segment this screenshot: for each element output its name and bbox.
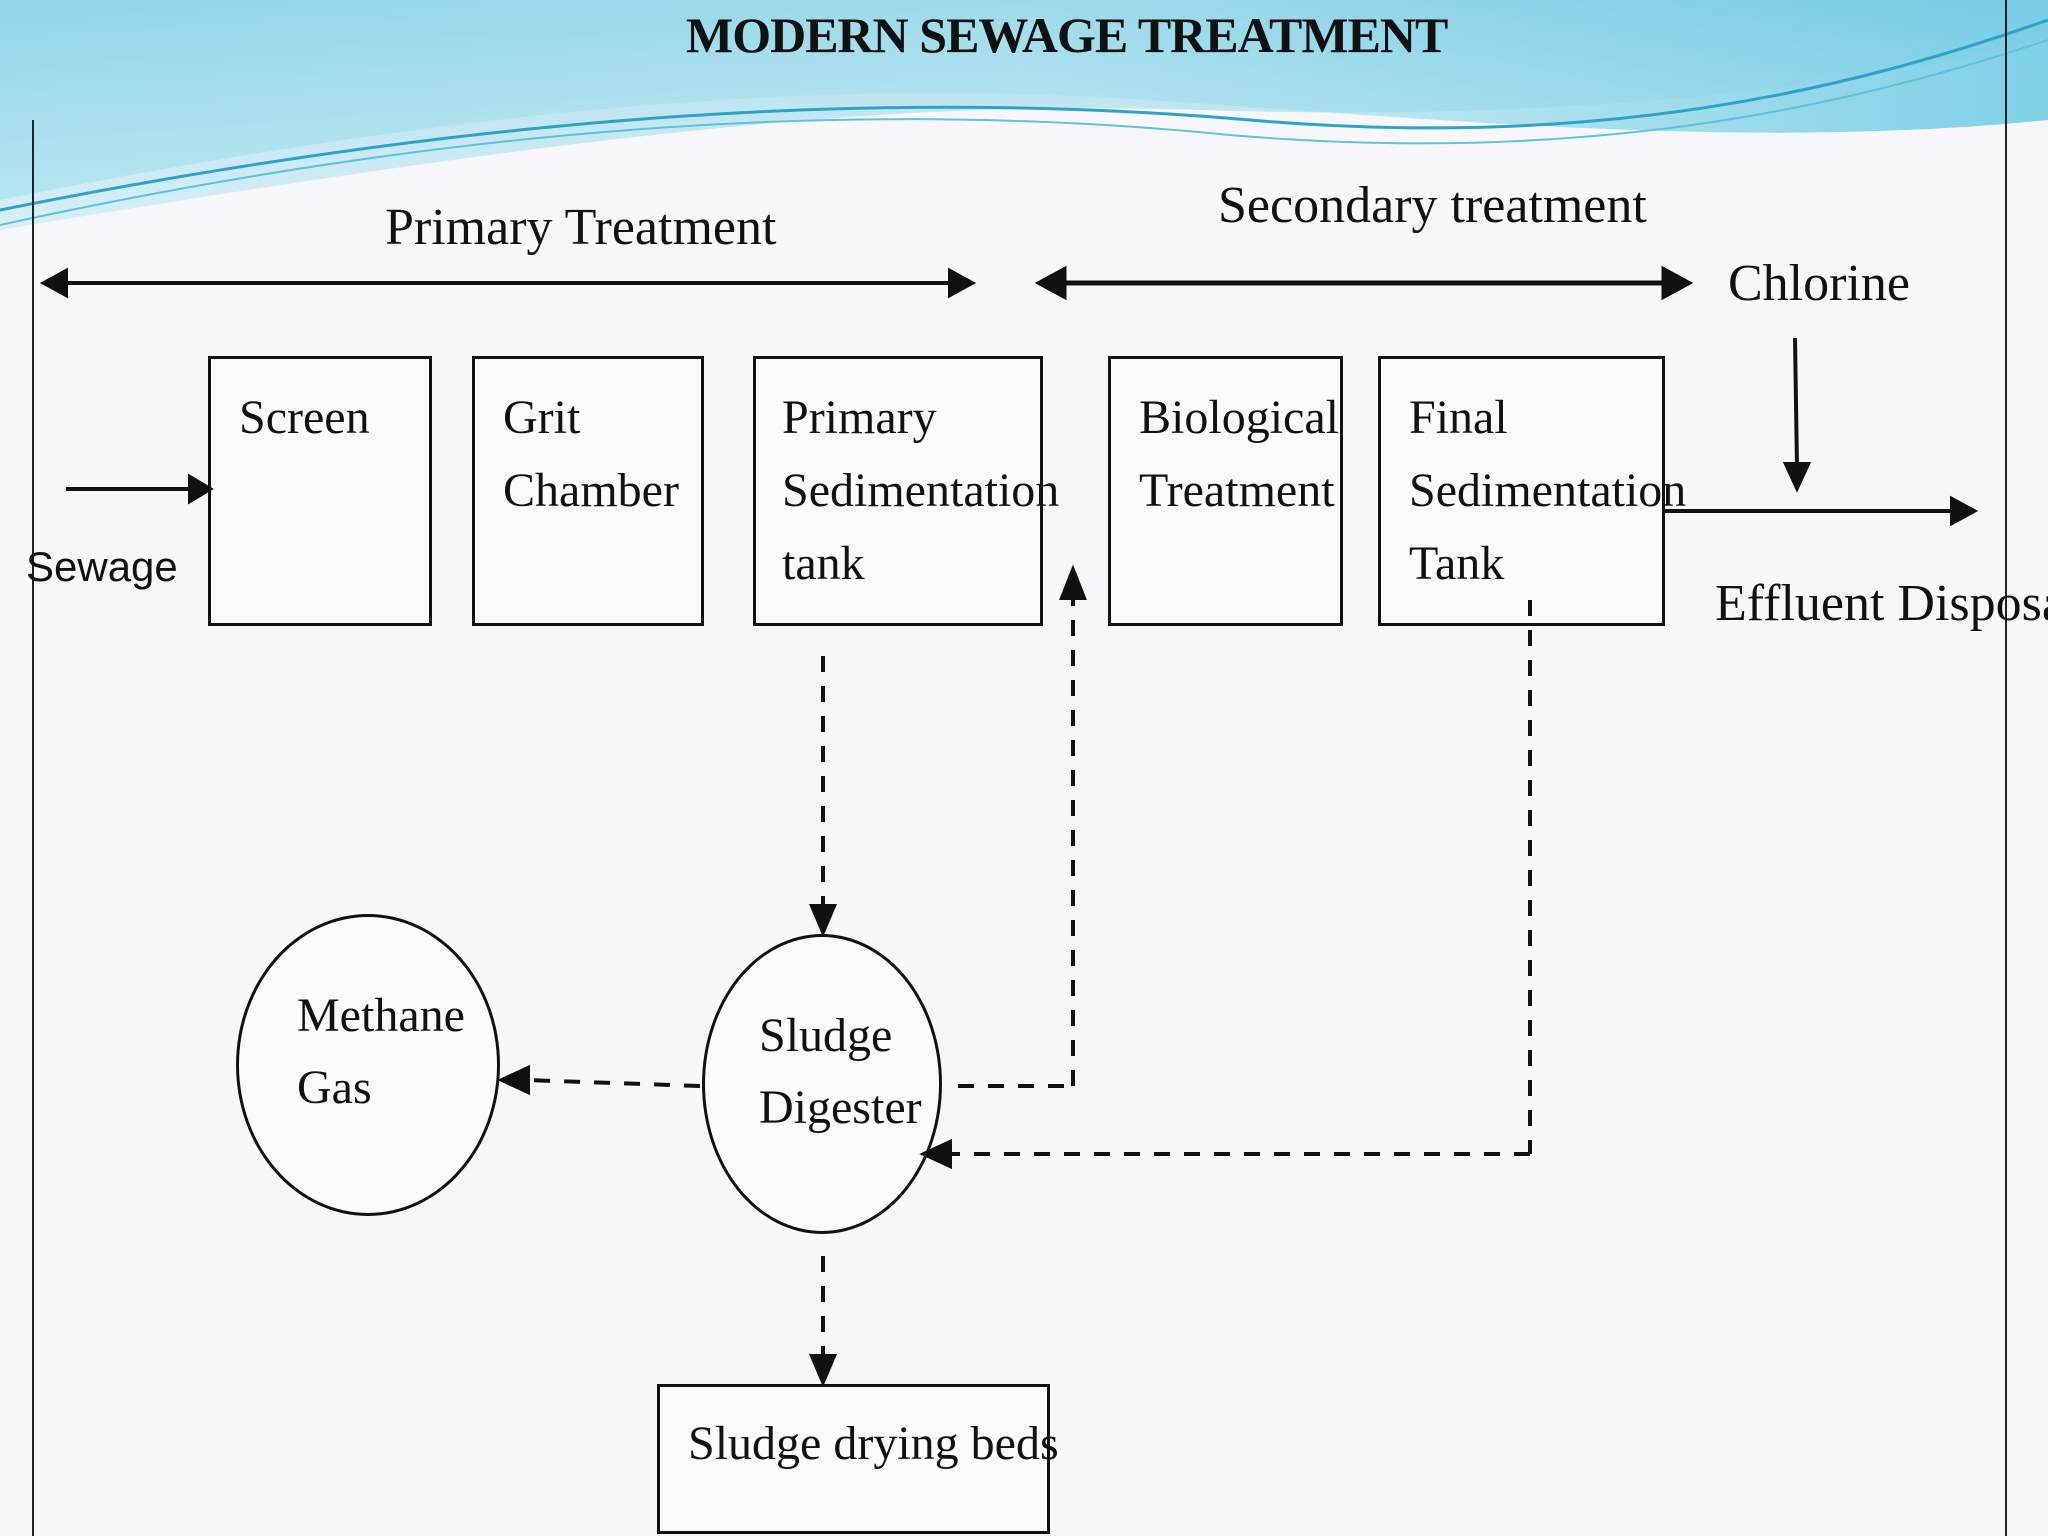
- final-sedimentation-tank-box: Final Sedimentation Tank: [1378, 356, 1686, 626]
- sludge-drying-beds-label: Sludge drying beds: [688, 1417, 1059, 1470]
- primary-treatment-arrow: [39, 267, 977, 299]
- sewage-input-arrow: [66, 473, 214, 505]
- right-border-line: [2005, 0, 2007, 1536]
- effluent-disposal-label: Effluent Disposal: [1715, 575, 2048, 632]
- sewage-label: Sewage: [26, 543, 178, 590]
- methane-gas-circle: Methane Gas: [236, 914, 500, 1216]
- secondary-treatment-arrow: [1034, 265, 1694, 301]
- methane-dashed-arrow: [497, 1064, 701, 1096]
- sludge-drying-beds-box: Sludge drying beds: [657, 1384, 1059, 1534]
- primary-sludge-dashed-arrow: [808, 656, 838, 938]
- final-sed-return-dashed-arrow: [919, 600, 1532, 1170]
- primary-sed-label-2: Sedimentation: [782, 464, 1060, 517]
- grit-chamber-label-1: Grit: [503, 391, 581, 444]
- methane-label-1: Methane: [297, 989, 465, 1042]
- chlorine-arrow: [1782, 337, 1812, 493]
- biological-label-2: Treatment: [1139, 464, 1335, 517]
- primary-treatment-label: Primary Treatment: [385, 199, 777, 256]
- chlorine-label: Chlorine: [1728, 255, 1910, 312]
- methane-label-2: Gas: [297, 1061, 372, 1114]
- drying-beds-dashed-arrow: [808, 1256, 838, 1388]
- page-title: MODERN SEWAGE TREATMENT: [686, 7, 1448, 63]
- biological-label-1: Biological: [1139, 391, 1339, 444]
- digester-label-1: Sludge: [759, 1009, 893, 1062]
- effluent-arrow: [1665, 495, 1979, 527]
- final-sed-label-3: Tank: [1409, 537, 1505, 590]
- sludge-digester-circle: Sludge Digester: [702, 934, 942, 1234]
- left-border-line: [32, 120, 34, 1536]
- screen-label: Screen: [239, 391, 370, 444]
- grit-chamber-box: Grit Chamber: [472, 356, 704, 626]
- primary-sed-label-1: Primary: [782, 391, 937, 444]
- screen-box: Screen: [208, 356, 432, 626]
- digester-to-biological-dashed-arrow: [958, 564, 1087, 1088]
- grit-chamber-label-2: Chamber: [503, 464, 679, 517]
- biological-treatment-box: Biological Treatment: [1108, 356, 1343, 626]
- secondary-treatment-label: Secondary treatment: [1218, 177, 1647, 234]
- digester-label-2: Digester: [759, 1081, 922, 1134]
- final-sed-label-1: Final: [1409, 391, 1508, 444]
- primary-sedimentation-tank-box: Primary Sedimentation tank: [753, 356, 1059, 626]
- wave-header-decoration: [0, 0, 2048, 230]
- final-sed-label-2: Sedimentation: [1409, 464, 1687, 517]
- primary-sed-label-3: tank: [782, 537, 865, 590]
